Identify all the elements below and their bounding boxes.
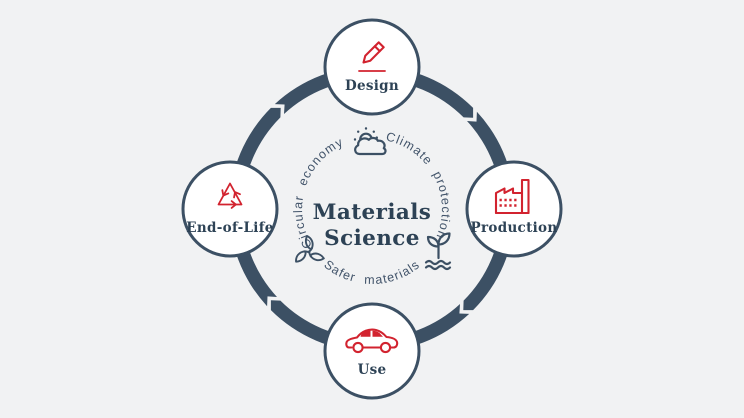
- node-end-of-life: End-of-Life: [181, 160, 279, 258]
- node-circle: [323, 302, 421, 400]
- pencil-icon: [358, 41, 386, 72]
- node-production: Production: [465, 160, 563, 258]
- cycle-ring: [229, 66, 515, 352]
- node-label: Production: [471, 220, 558, 236]
- ring-arrow-segment: [463, 111, 515, 311]
- diagram-title-line1: Materials: [313, 200, 432, 225]
- ring-arrow-segment: [270, 300, 470, 352]
- car-icon: [345, 328, 399, 354]
- sprout-icon: [424, 232, 452, 271]
- curved-label-safer-materials: Safer materials: [321, 257, 422, 287]
- node-use: Use: [323, 302, 421, 400]
- node-circle: [181, 160, 279, 258]
- diagram-title-line2: Science: [324, 226, 420, 251]
- recycle-icon: [217, 182, 243, 209]
- ring-arrow-segment: [274, 66, 474, 118]
- node-label: End-of-Life: [186, 220, 273, 236]
- ring-arrow-segment: [229, 107, 281, 307]
- node-design: Design: [323, 18, 421, 116]
- node-circle: [323, 18, 421, 116]
- node-circle: [465, 160, 563, 258]
- node-label: Design: [345, 78, 399, 94]
- node-label: Use: [358, 362, 387, 378]
- sun-cloud-icon: [353, 127, 387, 156]
- leaves-icon: [295, 235, 325, 263]
- factory-icon: [494, 178, 530, 215]
